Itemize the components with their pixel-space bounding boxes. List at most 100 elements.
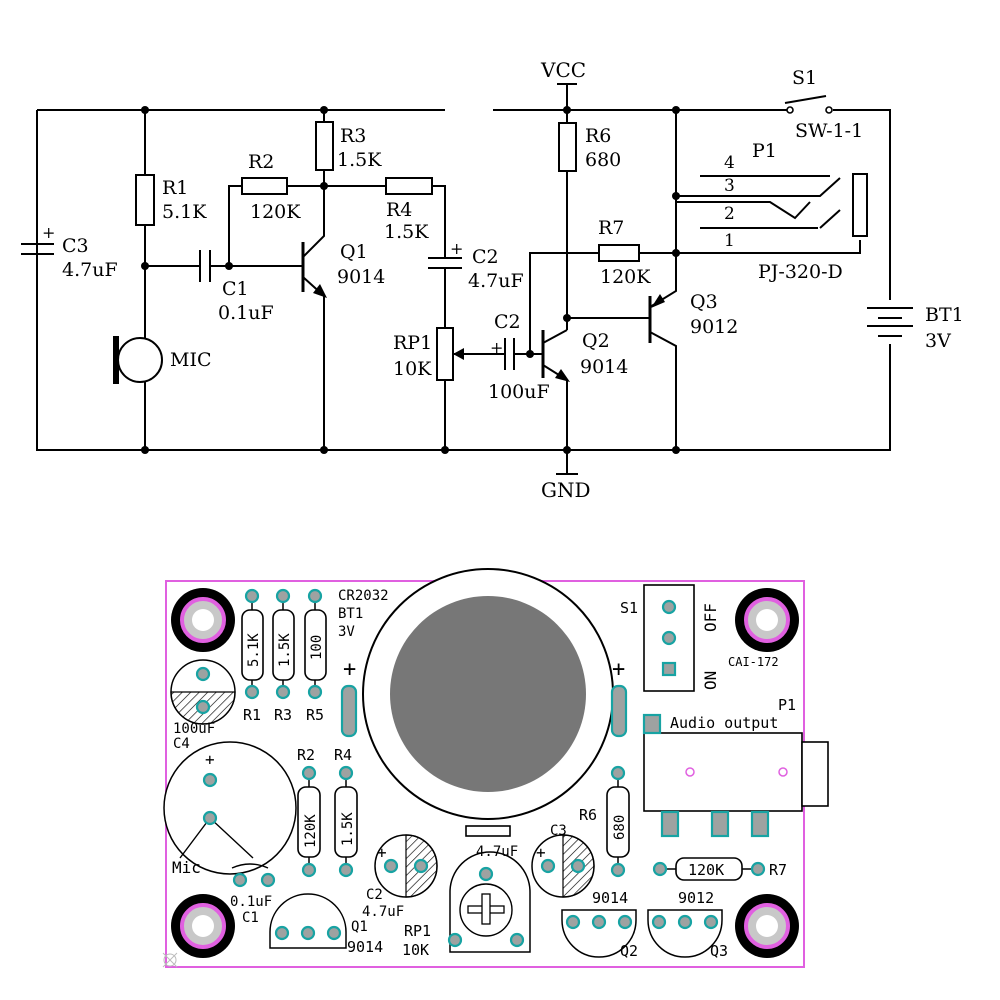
gnd-symbol: GND	[541, 450, 591, 502]
c2-ref: C2	[472, 246, 499, 268]
vcc-symbol: VCC	[540, 58, 586, 110]
pcb-r5: 100 R5	[304, 588, 327, 724]
gnd-label: GND	[541, 478, 591, 502]
junction-dots	[141, 106, 680, 454]
transistor-q2: Q2 9014	[541, 317, 650, 450]
schematic: VCC GND + C3 4.7uF R1 5.1K MIC	[21, 58, 964, 502]
svg-text:+: +	[490, 338, 503, 357]
resistor-r3: R3 1.5K	[315, 110, 382, 186]
q1-value: 9014	[337, 266, 385, 288]
q1-ref: Q1	[340, 241, 368, 263]
q3-value: 9012	[690, 316, 738, 338]
s1-on-label: ON	[701, 671, 720, 690]
jack-pin-1: 1	[724, 231, 735, 251]
r4-value-pcb: 1.5K	[340, 812, 356, 846]
c1-ref-pcb: C1	[242, 910, 259, 926]
battery-voltage: 3V	[338, 624, 355, 640]
r7-value: 120K	[600, 266, 651, 288]
pcb-c1: 0.1uF C1	[230, 863, 276, 926]
r6-ref: R6	[585, 125, 611, 147]
c1-value: 0.1uF	[218, 302, 274, 324]
r1-value: 5.1K	[162, 201, 207, 223]
c3-value-pcb: 4.7uF	[476, 844, 518, 860]
c2-value-pcb: 4.7uF	[362, 904, 404, 920]
r7-ref-pcb: R7	[769, 861, 787, 879]
pcb-rp1: 4.7uF RP1 10K	[402, 844, 531, 959]
mic-label-pcb: Mic	[172, 858, 201, 877]
r2-value-pcb: 120K	[303, 814, 319, 848]
capacitor-c2: + C2 4.7uF	[428, 239, 524, 328]
jack-pin-4: 4	[724, 153, 735, 173]
s1-value: SW-1-1	[795, 120, 863, 142]
potentiometer-rp1: RP1 10K	[393, 327, 505, 450]
r3-ref-pcb: R3	[274, 706, 292, 724]
c3-plus: +	[536, 843, 546, 862]
pcb-c2: + C2 4.7uF	[362, 834, 438, 920]
jack-pin-3: 3	[724, 176, 735, 196]
capacitor-c1: C1 0.1uF	[145, 250, 303, 324]
battery-type: CR2032	[338, 588, 389, 604]
c2-value: 4.7uF	[468, 270, 524, 292]
c4-value: 4.7uF	[62, 259, 118, 281]
q2-value: 9014	[580, 356, 628, 378]
pcb-r1: 5.1K R1	[241, 588, 264, 724]
r4-value: 1.5K	[384, 221, 429, 243]
pcb-r4: 1.5K R4	[334, 746, 358, 878]
capacitor-c3: + C2 100uF	[488, 311, 550, 403]
r1-value-pcb: 5.1K	[246, 633, 262, 667]
c4-ref: C3	[62, 235, 89, 257]
c3-ref-pcb: C3	[550, 823, 567, 839]
r1-ref: R1	[162, 177, 188, 199]
rp1-value-pcb: 10K	[402, 941, 429, 959]
rail-wires	[36, 109, 891, 451]
microphone: MIC	[113, 336, 212, 450]
c3-value: 100uF	[488, 381, 550, 403]
battery-plus-right: +	[612, 657, 625, 682]
pcb-r3: 1.5K R3	[272, 588, 295, 724]
resistor-r6: R6 680	[558, 110, 621, 330]
jack-pin-2: 2	[724, 204, 735, 224]
r6-value-pcb: 680	[612, 815, 628, 840]
pcb-switch-s1: S1 OFF ON	[620, 584, 720, 692]
jack-ref-pcb: P1	[778, 696, 796, 714]
jack-ref: P1	[752, 140, 777, 162]
mic-label: MIC	[170, 349, 212, 371]
board-id: CAI-172	[728, 655, 779, 669]
rp1-value: 10K	[393, 358, 432, 380]
pcb-c3: + C3	[531, 823, 595, 898]
pcb-q3: 9012 Q3	[647, 889, 728, 960]
pcb-resistors-top: 5.1K R1 1.5K R3 100 R5	[241, 588, 327, 724]
r5-ref-pcb: R5	[306, 706, 324, 724]
resistor-r1: R1 5.1K	[135, 110, 207, 338]
bt1-ref: BT1	[925, 304, 964, 326]
c1-value-pcb: 0.1uF	[230, 894, 272, 910]
resistor-r4: R4 1.5K	[384, 177, 446, 258]
svg-text:+: +	[450, 239, 463, 258]
r2-ref: R2	[248, 151, 274, 173]
pcb-r2: 120K R2	[297, 746, 321, 878]
r6-value: 680	[585, 149, 621, 171]
battery-plus-left: +	[343, 657, 356, 682]
pcb-layout: + + CR2032 BT1 3V 5.1K R1 1.5K R3	[162, 568, 829, 968]
resistor-r2: R2 120K	[228, 151, 386, 266]
q3-ref: Q3	[690, 291, 718, 313]
coin-cell-holder: + + CR2032 BT1 3V	[338, 568, 628, 837]
capacitor-c4: + C3 4.7uF	[21, 223, 118, 281]
r5-value-pcb: 100	[309, 635, 325, 660]
c3-ref: C2	[494, 311, 521, 333]
rp1-ref-pcb: RP1	[404, 922, 431, 940]
battery-ref: BT1	[338, 606, 363, 622]
q2-ref-pcb: Q2	[620, 942, 638, 960]
jack-label-pcb: Audio output	[670, 714, 778, 732]
r7-value-pcb: 120K	[688, 861, 724, 879]
r4-ref: R4	[386, 199, 412, 221]
q2-ref: Q2	[582, 330, 610, 352]
c2-plus: +	[377, 843, 387, 862]
c4-value-pcb: 100uF	[173, 721, 215, 737]
mic-plus: +	[205, 750, 215, 769]
r3-value-pcb: 1.5K	[277, 633, 293, 667]
pcb-c4: 100uF C4	[170, 659, 236, 752]
r2-ref-pcb: R2	[297, 746, 315, 764]
bt1-value: 3V	[925, 330, 951, 352]
